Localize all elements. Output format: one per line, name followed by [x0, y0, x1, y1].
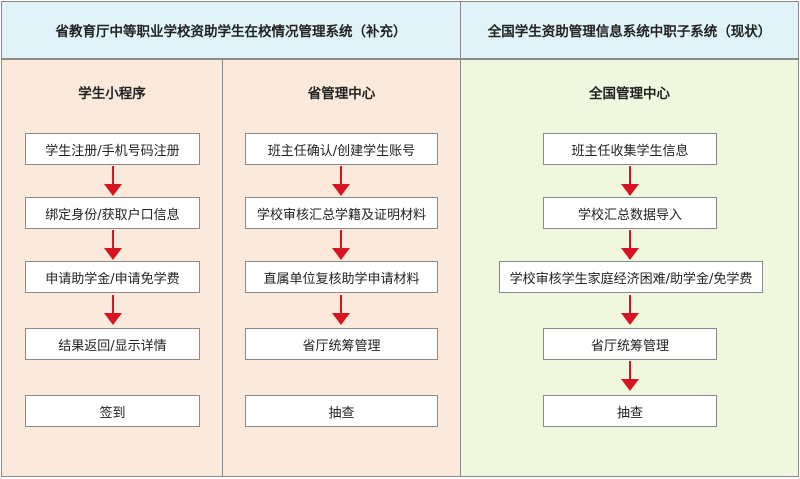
step-box: 签到: [25, 395, 200, 427]
down-arrow-icon: [621, 361, 639, 391]
step-box: 直属单位复核助学申请材料: [245, 261, 438, 293]
step-box: 学校审核学生家庭经济困难/助学金/免学费: [499, 261, 763, 293]
step-label: 结果返回/显示详情: [58, 338, 167, 354]
lane-title: 学生小程序: [78, 86, 146, 102]
step-box: 结果返回/显示详情: [25, 328, 200, 360]
step-label: 班主任收集学生信息: [571, 143, 689, 159]
step-label: 直属单位复核助学申请材料: [263, 271, 420, 287]
step-label: 学校汇总数据导入: [577, 207, 682, 223]
down-arrow-icon: [104, 166, 122, 196]
step-box: 抽查: [245, 395, 438, 427]
step-box: 班主任收集学生信息: [543, 133, 717, 165]
header-national-system: 全国学生资助管理信息系统中职子系统（现状）: [460, 1, 799, 59]
down-arrow-icon: [332, 166, 350, 196]
step-box: 申请助学金/申请免学费: [25, 261, 200, 293]
step-box: 抽查: [543, 395, 717, 427]
down-arrow-icon: [332, 230, 350, 260]
step-box: 学校审核汇总学籍及证明材料: [245, 197, 438, 229]
lane-student-miniprogram: 学生小程序 学生注册/手机号码注册 绑定身份/获取户口信息 申请助学金/申请免学…: [1, 59, 223, 477]
step-label: 省厅统筹管理: [590, 338, 669, 354]
lane-title: 省管理中心: [307, 86, 376, 102]
down-arrow-icon: [621, 295, 639, 325]
step-label: 学校审核汇总学籍及证明材料: [256, 207, 426, 223]
lane-title: 全国管理中心: [589, 86, 670, 102]
down-arrow-icon: [104, 230, 122, 260]
down-arrow-icon: [332, 295, 350, 325]
down-arrow-icon: [621, 230, 639, 260]
lane-provincial-center: 省管理中心 班主任确认/创建学生账号 学校审核汇总学籍及证明材料 直属单位复核助…: [222, 59, 461, 477]
step-box: 省厅统筹管理: [543, 328, 717, 360]
header-provincial-system: 省教育厅中等职业学校资助学生在校情况管理系统（补充）: [1, 1, 461, 59]
header-national-system-title: 全国学生资助管理信息系统中职子系统（现状）: [487, 24, 772, 40]
step-label: 省厅统筹管理: [302, 338, 381, 354]
step-box: 省厅统筹管理: [245, 328, 438, 360]
step-label: 签到: [99, 405, 126, 421]
lane-national-center: 全国管理中心 班主任收集学生信息 学校汇总数据导入 学校审核学生家庭经济困难/助…: [460, 59, 799, 477]
step-box: 绑定身份/获取户口信息: [25, 197, 200, 229]
step-box: 学生注册/手机号码注册: [25, 133, 200, 165]
step-label: 抽查: [616, 405, 643, 421]
step-box: 班主任确认/创建学生账号: [245, 133, 438, 165]
step-label: 抽查: [328, 405, 355, 421]
header-provincial-system-title: 省教育厅中等职业学校资助学生在校情况管理系统（补充）: [55, 24, 407, 40]
step-label: 绑定身份/获取户口信息: [45, 207, 180, 223]
down-arrow-icon: [104, 295, 122, 325]
step-box: 学校汇总数据导入: [543, 197, 717, 229]
down-arrow-icon: [621, 166, 639, 196]
step-label: 学校审核学生家庭经济困难/助学金/免学费: [509, 271, 753, 287]
step-label: 申请助学金/申请免学费: [45, 271, 180, 287]
step-label: 班主任确认/创建学生账号: [267, 143, 416, 159]
step-label: 学生注册/手机号码注册: [45, 143, 180, 159]
